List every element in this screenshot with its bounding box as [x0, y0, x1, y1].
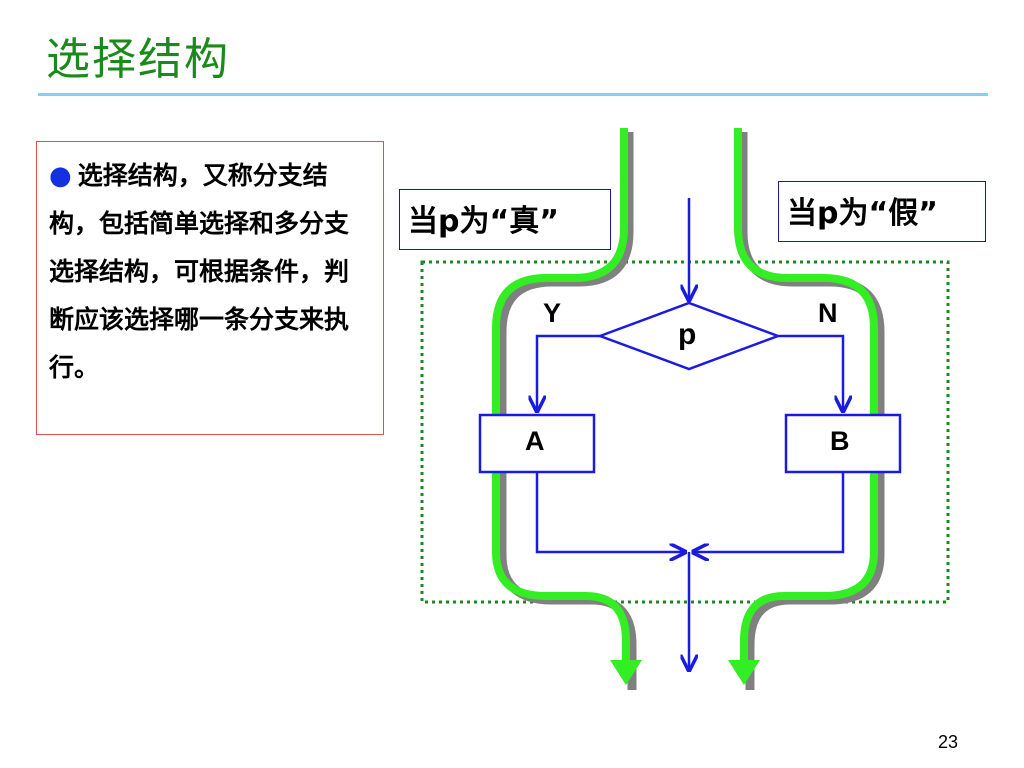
box-b-label: B: [830, 426, 850, 456]
condition-false-text: 当p为“假”: [787, 196, 938, 231]
dotted-frame: [420, 260, 950, 604]
condition-true-text: 当p为“真”: [408, 204, 559, 239]
bullet-icon: ●: [49, 161, 72, 191]
true-path-arrowhead: [610, 660, 642, 685]
true-path: [492, 128, 630, 668]
yes-label: Y: [543, 298, 562, 328]
no-branch-line: [778, 334, 843, 411]
condition-true-label: 当p为“真”: [399, 189, 611, 250]
merge-line-left: [535, 472, 685, 552]
decision-label: p: [678, 318, 697, 351]
page-number: 23: [937, 732, 958, 752]
box-a-label: A: [525, 426, 545, 456]
condition-false-label: 当p为“假”: [778, 181, 986, 242]
process-box-a: [478, 413, 596, 474]
note-paragraph: ●选择结构，又称分支结构，包括简单选择和多分支选择结构，可根据条件，判断应该选择…: [49, 152, 373, 392]
slide-title: 选择结构: [46, 34, 230, 85]
false-path-arrowhead: [728, 660, 760, 685]
note-box: ●选择结构，又称分支结构，包括简单选择和多分支选择结构，可根据条件，判断应该选择…: [36, 141, 384, 435]
yes-branch-line: [537, 334, 600, 411]
note-text: 选择结构，又称分支结构，包括简单选择和多分支选择结构，可根据条件，判断应该选择哪…: [49, 161, 350, 382]
no-label: N: [818, 298, 838, 328]
false-path: [734, 128, 878, 668]
process-box-b: [784, 413, 902, 474]
title-divider: [38, 93, 988, 96]
merge-line-right: [693, 472, 845, 552]
